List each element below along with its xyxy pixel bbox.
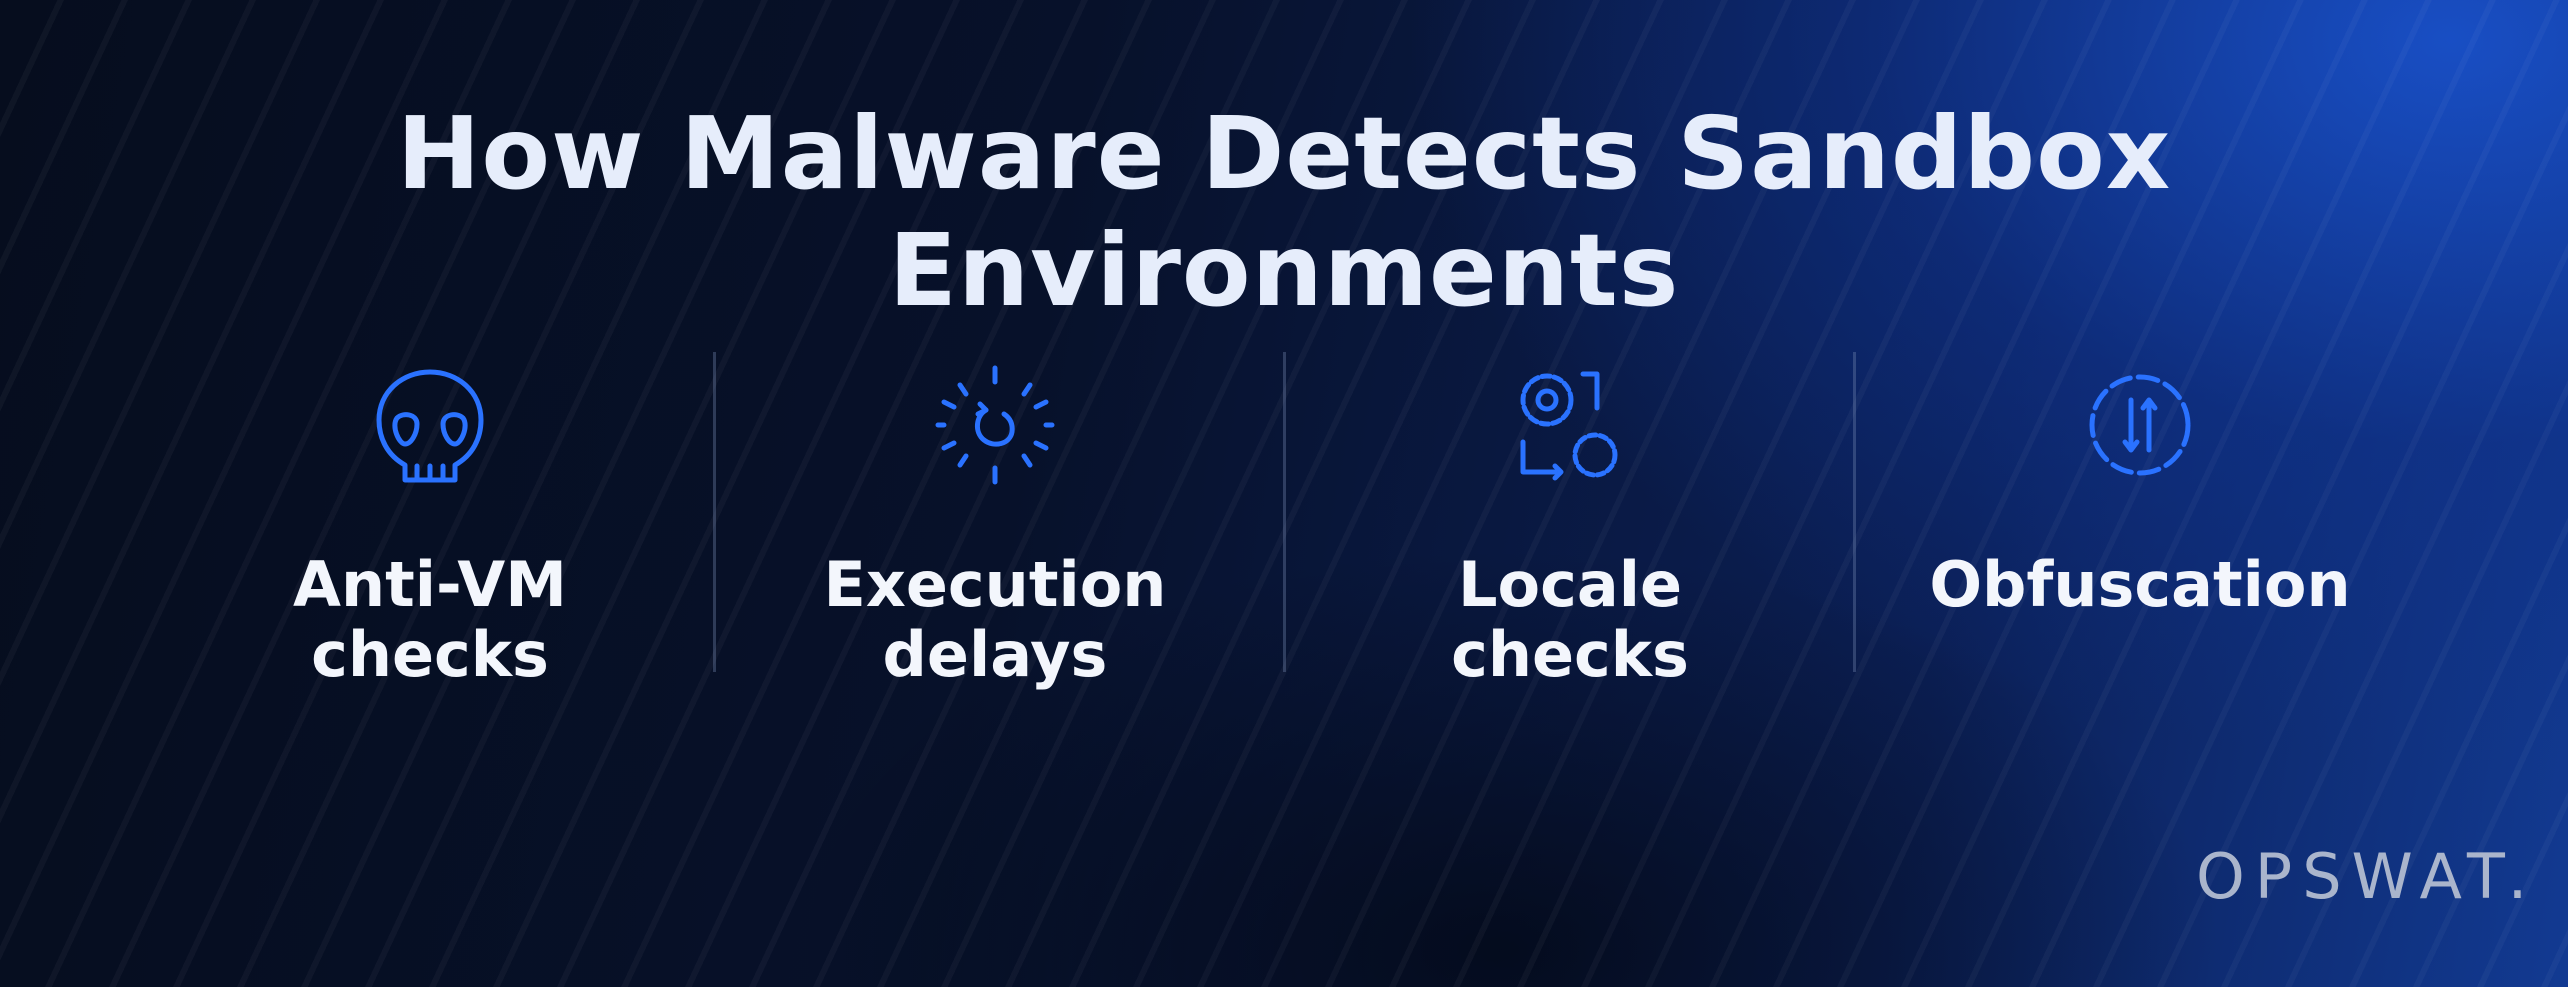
- divider: [713, 352, 716, 672]
- item-label-line1: Locale: [1458, 548, 1682, 621]
- item-label-line1: Execution: [823, 548, 1167, 621]
- item-label-line1: Obfuscation: [1929, 548, 2351, 621]
- item-label-line2: checks: [311, 618, 549, 691]
- opswat-logo: OPSWAT.: [2196, 840, 2538, 913]
- divider: [1283, 352, 1286, 672]
- item-label-line1: Anti-VM: [293, 548, 567, 621]
- page-title: How Malware Detects Sandbox Environments: [396, 95, 2172, 329]
- skull-icon: [365, 360, 495, 490]
- loading-sun-icon: [930, 360, 1060, 490]
- gear-arrows-icon: [2075, 360, 2205, 490]
- item-label-line2: delays: [882, 618, 1108, 691]
- item-label-line2: checks: [1451, 618, 1689, 691]
- gears-switch-icon: [1505, 360, 1635, 490]
- item-obfuscation: Obfuscation: [1860, 360, 2420, 620]
- divider: [1853, 352, 1856, 672]
